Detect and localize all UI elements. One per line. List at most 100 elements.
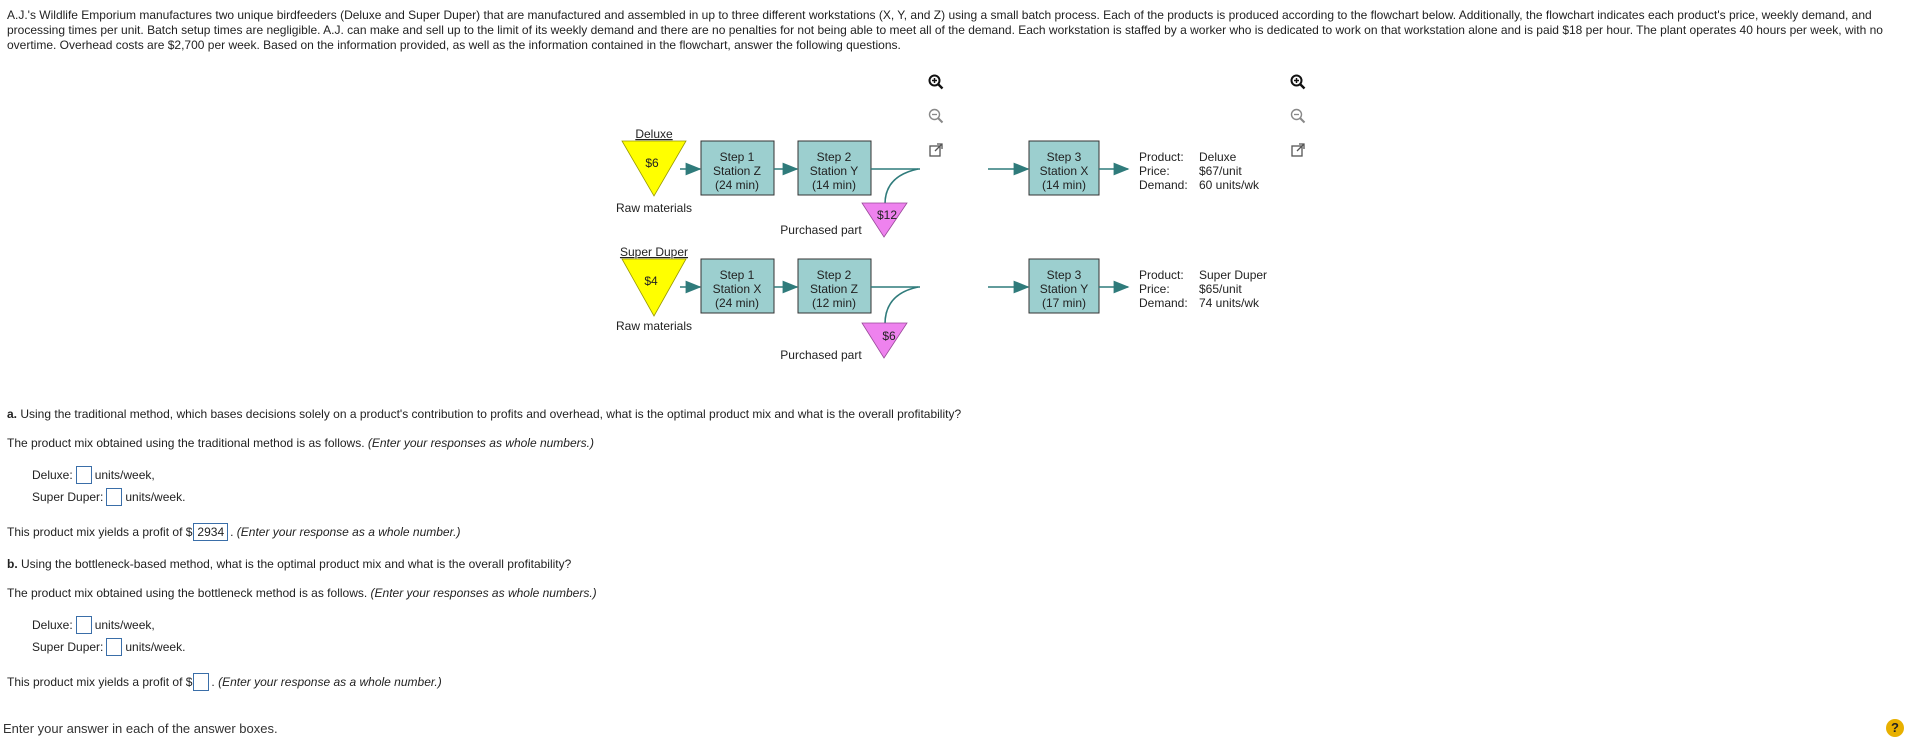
super-step1-box: Step 1 Station X (24 min) bbox=[700, 258, 775, 314]
deluxe-raw-label: Raw materials bbox=[616, 201, 692, 215]
deluxe-purchased-label: Purchased part bbox=[780, 223, 862, 237]
question-b-super-row: Super Duper: units/week. bbox=[32, 638, 185, 656]
deluxe-step2-line3: (14 min) bbox=[812, 178, 856, 192]
question-a-deluxe-unit: units/week, bbox=[94, 468, 155, 482]
super-step3-line3: (17 min) bbox=[1042, 296, 1086, 310]
question-a-prefix: a. bbox=[7, 407, 18, 421]
question-b-mix-hint: (Enter your responses as whole numbers.) bbox=[370, 586, 597, 600]
question-b: b. Using the bottleneck-based method, wh… bbox=[7, 557, 571, 571]
deluxe-title: Deluxe bbox=[635, 127, 673, 141]
super-raw-label: Raw materials bbox=[616, 319, 692, 333]
super-product-val: Super Duper bbox=[1199, 268, 1267, 282]
question-b-super-unit: units/week. bbox=[125, 640, 186, 654]
question-b-profit-hint: (Enter your response as a whole number.) bbox=[218, 675, 442, 689]
super-step2-line3: (12 min) bbox=[812, 296, 856, 310]
super-step1-line2: Station X bbox=[713, 282, 762, 296]
deluxe-product-val: Deluxe bbox=[1199, 150, 1237, 164]
deluxe-product-key: Product: bbox=[1139, 150, 1184, 164]
question-b-deluxe-input[interactable] bbox=[75, 616, 92, 634]
question-a: a. Using the traditional method, which b… bbox=[7, 407, 961, 421]
super-price-key: Price: bbox=[1139, 282, 1170, 296]
question-b-deluxe-unit: units/week, bbox=[94, 618, 155, 632]
deluxe-purchased-triangle bbox=[861, 202, 908, 238]
question-b-profit-text: This product mix yields a profit of $ bbox=[7, 675, 193, 689]
zoom-in-icon[interactable] bbox=[1290, 74, 1306, 90]
question-a-deluxe-label: Deluxe: bbox=[32, 468, 73, 482]
super-title: Super Duper bbox=[620, 245, 688, 259]
question-b-profit-input[interactable] bbox=[193, 673, 210, 691]
zoom-in-icon[interactable] bbox=[928, 74, 944, 90]
external-link-icon[interactable] bbox=[928, 142, 944, 158]
super-step3-box: Step 3 Station Y (17 min) bbox=[1028, 258, 1100, 314]
question-a-profit-hint: (Enter your response as a whole number.) bbox=[236, 525, 461, 539]
super-product-key: Product: bbox=[1139, 268, 1184, 282]
question-a-super-input[interactable] bbox=[106, 488, 123, 506]
super-step2-line2: Station Z bbox=[810, 282, 858, 296]
deluxe-step3-line2: Station X bbox=[1040, 164, 1089, 178]
deluxe-step3-line1: Step 3 bbox=[1047, 150, 1082, 164]
question-a-deluxe-row: Deluxe: units/week, bbox=[32, 466, 155, 484]
question-a-profit-text: This product mix yields a profit of $ bbox=[7, 525, 193, 539]
deluxe-purchased-cost: $12 bbox=[877, 208, 897, 222]
deluxe-step2-box: Step 2 Station Y (14 min) bbox=[797, 140, 872, 196]
super-demand-key: Demand: bbox=[1139, 296, 1188, 310]
question-a-deluxe-input[interactable] bbox=[75, 466, 92, 484]
deluxe-price-key: Price: bbox=[1139, 164, 1170, 178]
deluxe-step3-box: Step 3 Station X (14 min) bbox=[1028, 140, 1100, 196]
deluxe-step3-line3: (14 min) bbox=[1042, 178, 1086, 192]
deluxe-purchased-curve bbox=[884, 168, 919, 205]
external-link-icon[interactable] bbox=[1290, 142, 1306, 158]
super-demand-val: 74 units/wk bbox=[1199, 296, 1260, 310]
question-b-mix: The product mix obtained using the bottl… bbox=[7, 586, 597, 600]
deluxe-demand-key: Demand: bbox=[1139, 178, 1188, 192]
help-button[interactable]: ? bbox=[1886, 719, 1904, 737]
deluxe-step1-box: Step 1 Station Z (24 min) bbox=[700, 140, 775, 196]
super-price-val: $65/unit bbox=[1199, 282, 1242, 296]
question-a-super-label: Super Duper: bbox=[32, 490, 104, 504]
deluxe-product-info: Product: Deluxe Price: $67/unit Demand: … bbox=[1139, 150, 1260, 192]
super-step3-line2: Station Y bbox=[1040, 282, 1088, 296]
super-raw-cost: $4 bbox=[644, 274, 658, 288]
question-a-mix-hint: (Enter your responses as whole numbers.) bbox=[367, 436, 594, 450]
question-a-mix: The product mix obtained using the tradi… bbox=[7, 436, 594, 450]
question-b-mix-text: The product mix obtained using the bottl… bbox=[7, 586, 371, 600]
deluxe-demand-val: 60 units/wk bbox=[1199, 178, 1260, 192]
question-b-profit: This product mix yields a profit of $. (… bbox=[7, 673, 442, 691]
problem-statement: A.J.'s Wildlife Emporium manufactures tw… bbox=[7, 8, 1883, 52]
question-b-deluxe-row: Deluxe: units/week, bbox=[32, 616, 155, 634]
super-product-info: Product: Super Duper Price: $65/unit Dem… bbox=[1139, 268, 1267, 310]
super-purchased-curve bbox=[884, 286, 919, 325]
deluxe-price-val: $67/unit bbox=[1199, 164, 1242, 178]
zoom-out-icon[interactable] bbox=[1290, 108, 1306, 124]
deluxe-step1-line1: Step 1 bbox=[720, 150, 755, 164]
super-step2-line1: Step 2 bbox=[817, 268, 852, 282]
question-a-profit: This product mix yields a profit of $293… bbox=[7, 523, 461, 541]
question-b-text: Using the bottleneck-based method, what … bbox=[17, 557, 572, 571]
deluxe-step2-line1: Step 2 bbox=[817, 150, 852, 164]
super-step1-line1: Step 1 bbox=[720, 268, 755, 282]
question-a-super-unit: units/week. bbox=[125, 490, 186, 504]
question-a-mix-text: The product mix obtained using the tradi… bbox=[7, 436, 368, 450]
question-b-prefix: b. bbox=[7, 557, 18, 571]
question-b-super-label: Super Duper: bbox=[32, 640, 104, 654]
super-raw-triangle bbox=[621, 258, 687, 317]
super-purchased-triangle bbox=[861, 322, 908, 359]
question-b-deluxe-label: Deluxe: bbox=[32, 618, 73, 632]
deluxe-step2-line2: Station Y bbox=[810, 164, 858, 178]
super-step2-box: Step 2 Station Z (12 min) bbox=[797, 258, 872, 314]
super-step1-line3: (24 min) bbox=[715, 296, 759, 310]
question-a-profit-input[interactable]: 2934 bbox=[193, 523, 229, 541]
super-purchased-cost: $6 bbox=[882, 329, 896, 343]
deluxe-step1-line2: Station Z bbox=[713, 164, 761, 178]
deluxe-raw-triangle bbox=[621, 140, 687, 197]
question-b-super-input[interactable] bbox=[106, 638, 123, 656]
footer-instruction: Enter your answer in each of the answer … bbox=[3, 721, 278, 736]
zoom-out-icon[interactable] bbox=[928, 108, 944, 124]
super-step3-line1: Step 3 bbox=[1047, 268, 1082, 282]
super-purchased-label: Purchased part bbox=[780, 348, 862, 362]
flowchart: Deluxe $6 Raw materials Step 1 Station Z… bbox=[616, 127, 1267, 362]
question-a-text: Using the traditional method, which base… bbox=[17, 407, 962, 421]
deluxe-raw-cost: $6 bbox=[645, 156, 659, 170]
deluxe-step1-line3: (24 min) bbox=[715, 178, 759, 192]
question-a-super-row: Super Duper: units/week. bbox=[32, 488, 185, 506]
